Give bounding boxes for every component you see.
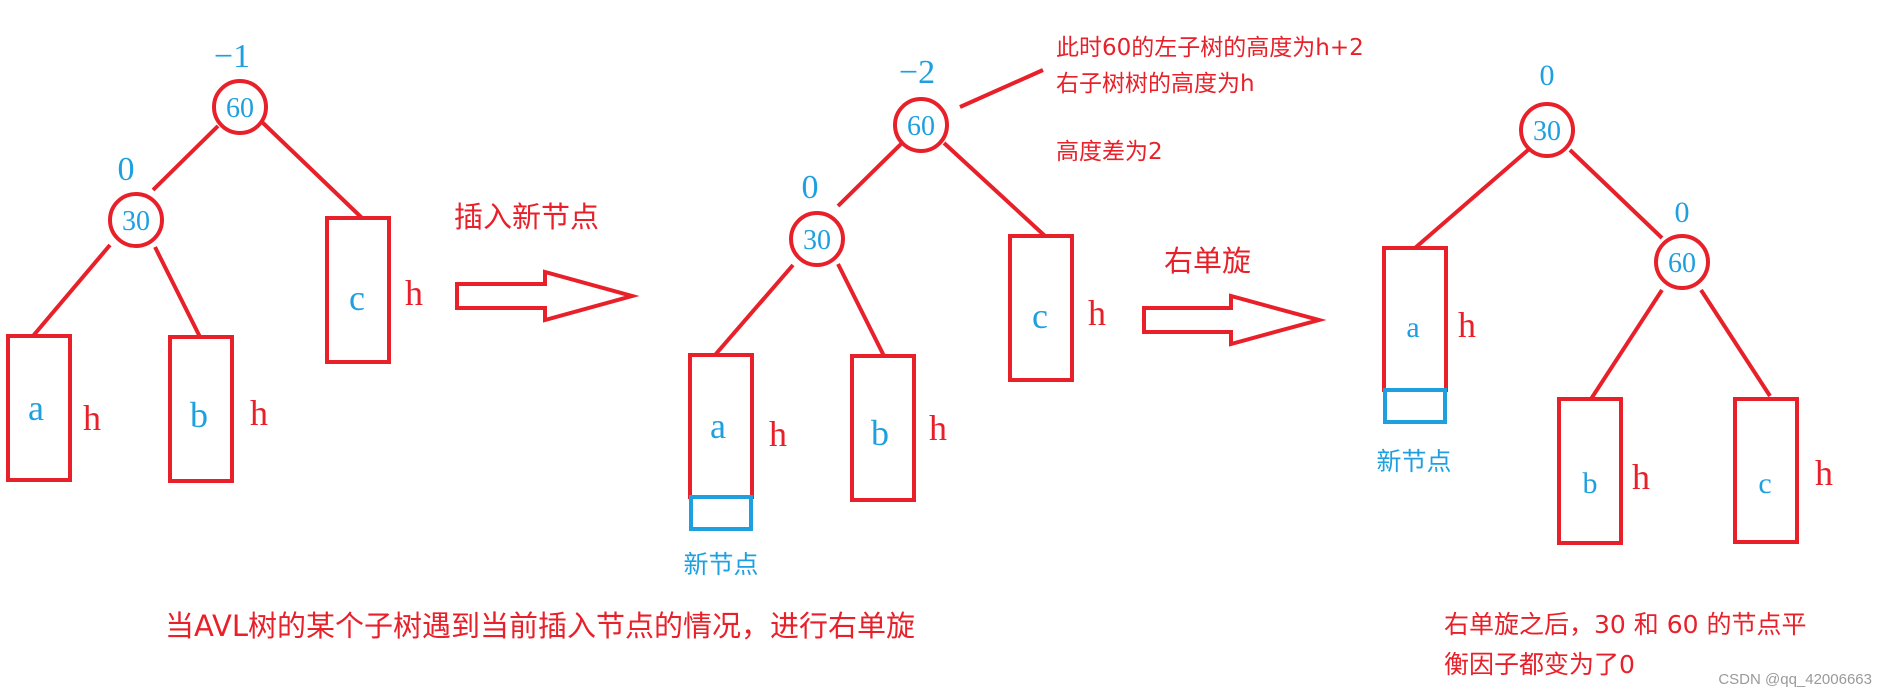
tree2-subtree-b-height: h xyxy=(929,408,947,448)
tree1-left-node xyxy=(108,192,164,248)
tree1-subtree-b-height: h xyxy=(250,393,268,433)
tree1 xyxy=(6,79,391,483)
arrow-insert xyxy=(455,269,640,323)
tree3-subtree-b-height: h xyxy=(1632,457,1650,497)
tree3-new-node-label: 新节点 xyxy=(1376,447,1451,476)
tree3-right-value: 60 xyxy=(1668,248,1696,279)
tree1-left-balance: 0 xyxy=(118,151,135,188)
tree1-subtree-a-height: h xyxy=(83,398,101,438)
tree3-root-value: 30 xyxy=(1533,116,1561,147)
tree1-subtree-b xyxy=(168,335,234,483)
tree1-subtree-c xyxy=(325,216,391,364)
tree3-subtree-c-label: c xyxy=(1758,467,1771,500)
tree3-subtree-b-label: b xyxy=(1583,467,1598,500)
tree2-left-node xyxy=(789,211,845,267)
tree1-subtree-a-label: a xyxy=(28,388,44,428)
tree2-subtree-a-height: h xyxy=(769,414,787,454)
tree2 xyxy=(688,68,1074,502)
caption-right-line-2: 衡因子都变为了0 xyxy=(1444,650,1635,679)
note-pointer-line xyxy=(959,68,1044,109)
arrow-rotate-label: 右单旋 xyxy=(1164,244,1251,278)
tree1-root-node xyxy=(212,79,268,135)
tree2-subtree-b-label: b xyxy=(871,413,889,453)
note-line-2: 右子树树的高度为h xyxy=(1056,71,1255,97)
arrow-rotate xyxy=(1142,293,1327,347)
tree1-subtree-b-label: b xyxy=(190,395,208,435)
tree2-subtree-c-height: h xyxy=(1088,293,1106,333)
tree2-left-value: 30 xyxy=(803,225,831,256)
tree2-new-node-label: 新节点 xyxy=(683,550,758,579)
tree2-left-balance: 0 xyxy=(802,169,819,206)
tree1-root-value: 60 xyxy=(226,93,254,124)
tree1-subtree-c-height: h xyxy=(405,273,423,313)
tree3-right-node xyxy=(1654,234,1710,290)
tree3-new-node xyxy=(1383,388,1447,424)
tree3-subtree-b xyxy=(1557,397,1623,545)
tree2-subtree-b xyxy=(850,354,916,502)
tree3-root-node xyxy=(1519,102,1575,158)
tree3-subtree-a-height: h xyxy=(1458,305,1476,345)
tree3-subtree-a-label: a xyxy=(1406,311,1419,344)
watermark: CSDN @qq_42006663 xyxy=(1718,671,1872,688)
caption-main: 当AVL树的某个子树遇到当前插入节点的情况，进行右单旋 xyxy=(165,609,915,643)
arrow-insert-label: 插入新节点 xyxy=(454,200,599,234)
tree2-subtree-a-label: a xyxy=(710,406,726,446)
tree1-left-value: 30 xyxy=(122,206,150,237)
tree2-subtree-c xyxy=(1008,234,1074,382)
note-line-1: 此时60的左子树的高度为h+2 xyxy=(1056,35,1364,61)
tree1-subtree-a xyxy=(6,334,72,482)
caption-right-line-1: 右单旋之后，30 和 60 的节点平 xyxy=(1444,610,1806,639)
tree2-root-node xyxy=(893,97,949,153)
tree3-root-balance: 0 xyxy=(1540,59,1555,92)
tree2-new-node xyxy=(689,495,753,531)
tree3-subtree-c-height: h xyxy=(1815,453,1833,493)
note-line-3: 高度差为2 xyxy=(1056,139,1163,165)
tree2-root-value: 60 xyxy=(907,111,935,142)
tree3-right-balance: 0 xyxy=(1675,196,1690,229)
tree3-subtree-c xyxy=(1733,397,1799,544)
tree2-subtree-c-label: c xyxy=(1032,296,1048,336)
tree1-subtree-c-label: c xyxy=(349,278,365,318)
tree2-root-balance: −2 xyxy=(899,54,935,91)
tree1-root-balance: −1 xyxy=(214,38,250,75)
